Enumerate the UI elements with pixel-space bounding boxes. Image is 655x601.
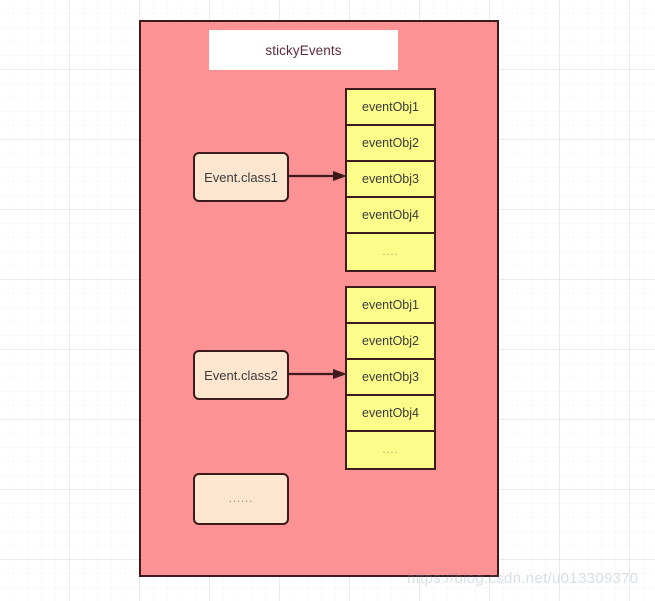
- event-stack-2-cell-more[interactable]: ....: [347, 432, 434, 468]
- page-title: stickyEvents: [265, 42, 342, 58]
- event-stack-1: eventObj1 eventObj2 eventObj3 eventObj4 …: [345, 88, 436, 272]
- event-stack-2-cell[interactable]: eventObj2: [347, 324, 434, 360]
- watermark: https://blog.csdn.net/u013309370: [407, 570, 639, 587]
- event-stack-1-cell[interactable]: eventObj3: [347, 162, 434, 198]
- event-stack-1-cell-more[interactable]: ....: [347, 234, 434, 270]
- event-stack-1-cell[interactable]: eventObj2: [347, 126, 434, 162]
- event-class-2-label: Event.class2: [204, 367, 278, 383]
- event-stack-2-cell[interactable]: eventObj1: [347, 288, 434, 324]
- event-class-more-label: ......: [228, 493, 254, 505]
- diagram-title-box: stickyEvents: [209, 30, 398, 70]
- event-stack-2-cell[interactable]: eventObj3: [347, 360, 434, 396]
- event-class-more-box[interactable]: ......: [193, 473, 289, 525]
- event-stack-2: eventObj1 eventObj2 eventObj3 eventObj4 …: [345, 286, 436, 470]
- event-stack-1-cell[interactable]: eventObj1: [347, 90, 434, 126]
- event-class-2-box[interactable]: Event.class2: [193, 350, 289, 400]
- event-stack-2-cell[interactable]: eventObj4: [347, 396, 434, 432]
- event-stack-1-cell[interactable]: eventObj4: [347, 198, 434, 234]
- event-class-1-label: Event.class1: [204, 169, 278, 185]
- arrow-class1-to-events-icon: [289, 171, 347, 181]
- arrow-class2-to-events-icon: [289, 369, 347, 379]
- event-class-1-box[interactable]: Event.class1: [193, 152, 289, 202]
